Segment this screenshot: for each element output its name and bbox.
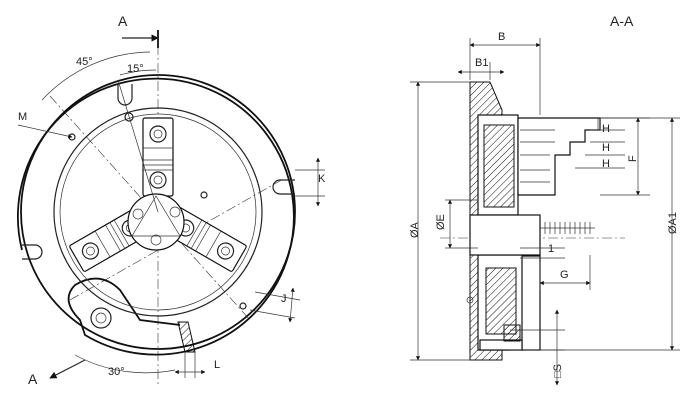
- section-label-top: A: [118, 13, 128, 29]
- key-screw-icon: [90, 307, 112, 329]
- dim-M-label: M: [18, 111, 27, 123]
- section-view-title: A-A: [610, 13, 634, 29]
- chuck-outer-circle: [20, 74, 296, 350]
- dim-H2-label: H: [602, 142, 610, 154]
- hole-marker-icon: [200, 191, 208, 199]
- jaw-screw-icon: [149, 125, 167, 143]
- dim-1-label: 1: [548, 243, 554, 255]
- hole-marker-icon: [239, 302, 247, 310]
- jaw-top: [142, 117, 174, 197]
- dim-H3-label: H: [602, 158, 610, 170]
- mount-slot-right: [272, 179, 295, 195]
- dim-J-label: J: [281, 293, 287, 305]
- angle-45-label: 45°: [76, 56, 93, 68]
- section-label-bottom: A: [28, 371, 38, 387]
- jaw-screw-icon: [81, 242, 100, 260]
- chuck-inner-circle: [53, 107, 263, 317]
- dim-H1-label: H: [602, 123, 610, 135]
- mount-slot-left: [22, 244, 43, 260]
- dim-A1-label: ØA1: [667, 212, 679, 234]
- dim-B-label: B: [498, 31, 505, 43]
- dim-A-label: ØA: [409, 221, 421, 238]
- dim-B1-label: B1: [475, 57, 488, 69]
- dim-F-label: F: [627, 155, 639, 162]
- angle-30-label: 30°: [108, 366, 125, 378]
- section-jaw: [517, 117, 601, 196]
- centre-bore: [127, 193, 185, 251]
- mount-slot-top: [117, 84, 133, 106]
- dim-E-label: ØE: [435, 214, 447, 230]
- hole-marker-icon: [124, 112, 134, 122]
- front-view: A A 45° 15° 30° M K J L: [17, 13, 326, 387]
- jaw-screw-icon: [149, 171, 167, 189]
- dim-K-label: K: [318, 173, 326, 185]
- dim-L-label: L: [214, 359, 220, 371]
- jaw-screw-icon: [216, 242, 235, 260]
- angle-15-label: 15°: [127, 63, 144, 75]
- dim-G-label: G: [560, 269, 569, 281]
- section-view: A-A B B1 H H H F ØA ØE ØA1 1 G □S: [409, 13, 680, 386]
- dim-S-label: □S: [552, 364, 564, 378]
